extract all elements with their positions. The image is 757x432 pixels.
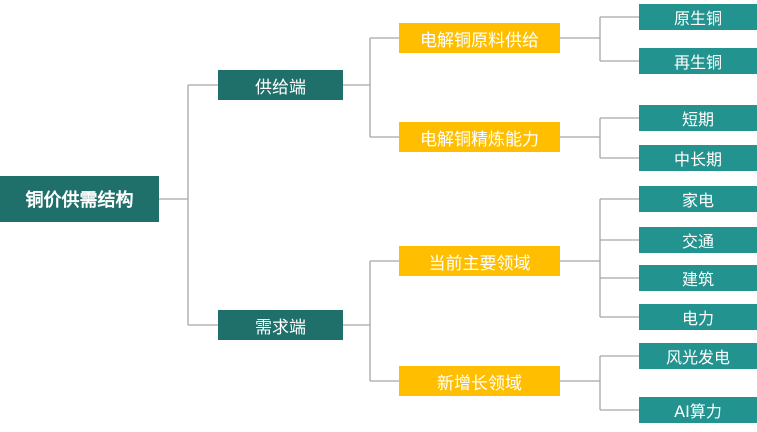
refining-capacity-node: 电解铜精炼能力 <box>399 122 560 152</box>
leaf-transportation: 交通 <box>639 227 757 253</box>
leaf-ai-compute: AI算力 <box>639 397 757 423</box>
leaf-home-appliances: 家电 <box>639 186 757 212</box>
connector-new-areas <box>560 355 639 411</box>
leaf-recycled-copper: 再生铜 <box>639 48 757 74</box>
new-areas-node: 新增长领域 <box>399 366 560 396</box>
main-areas-node: 当前主要领域 <box>399 246 560 276</box>
supply-node: 供给端 <box>218 70 343 100</box>
root-node: 铜价供需结构 <box>0 176 159 222</box>
connector-supply <box>343 37 399 138</box>
connector-demand <box>343 260 399 382</box>
leaf-construction: 建筑 <box>639 265 757 291</box>
connector-root <box>159 84 218 326</box>
leaf-wind-solar: 风光发电 <box>639 343 757 369</box>
connector-refined-supply <box>560 16 639 62</box>
connector-refining-capacity <box>560 117 639 159</box>
connector-main-areas <box>560 198 639 318</box>
leaf-long-term: 中长期 <box>639 145 757 171</box>
refined-supply-node: 电解铜原料供给 <box>399 23 560 53</box>
leaf-primary-copper: 原生铜 <box>639 4 757 30</box>
leaf-short-term: 短期 <box>639 105 757 131</box>
leaf-power: 电力 <box>639 304 757 330</box>
demand-node: 需求端 <box>218 310 343 340</box>
